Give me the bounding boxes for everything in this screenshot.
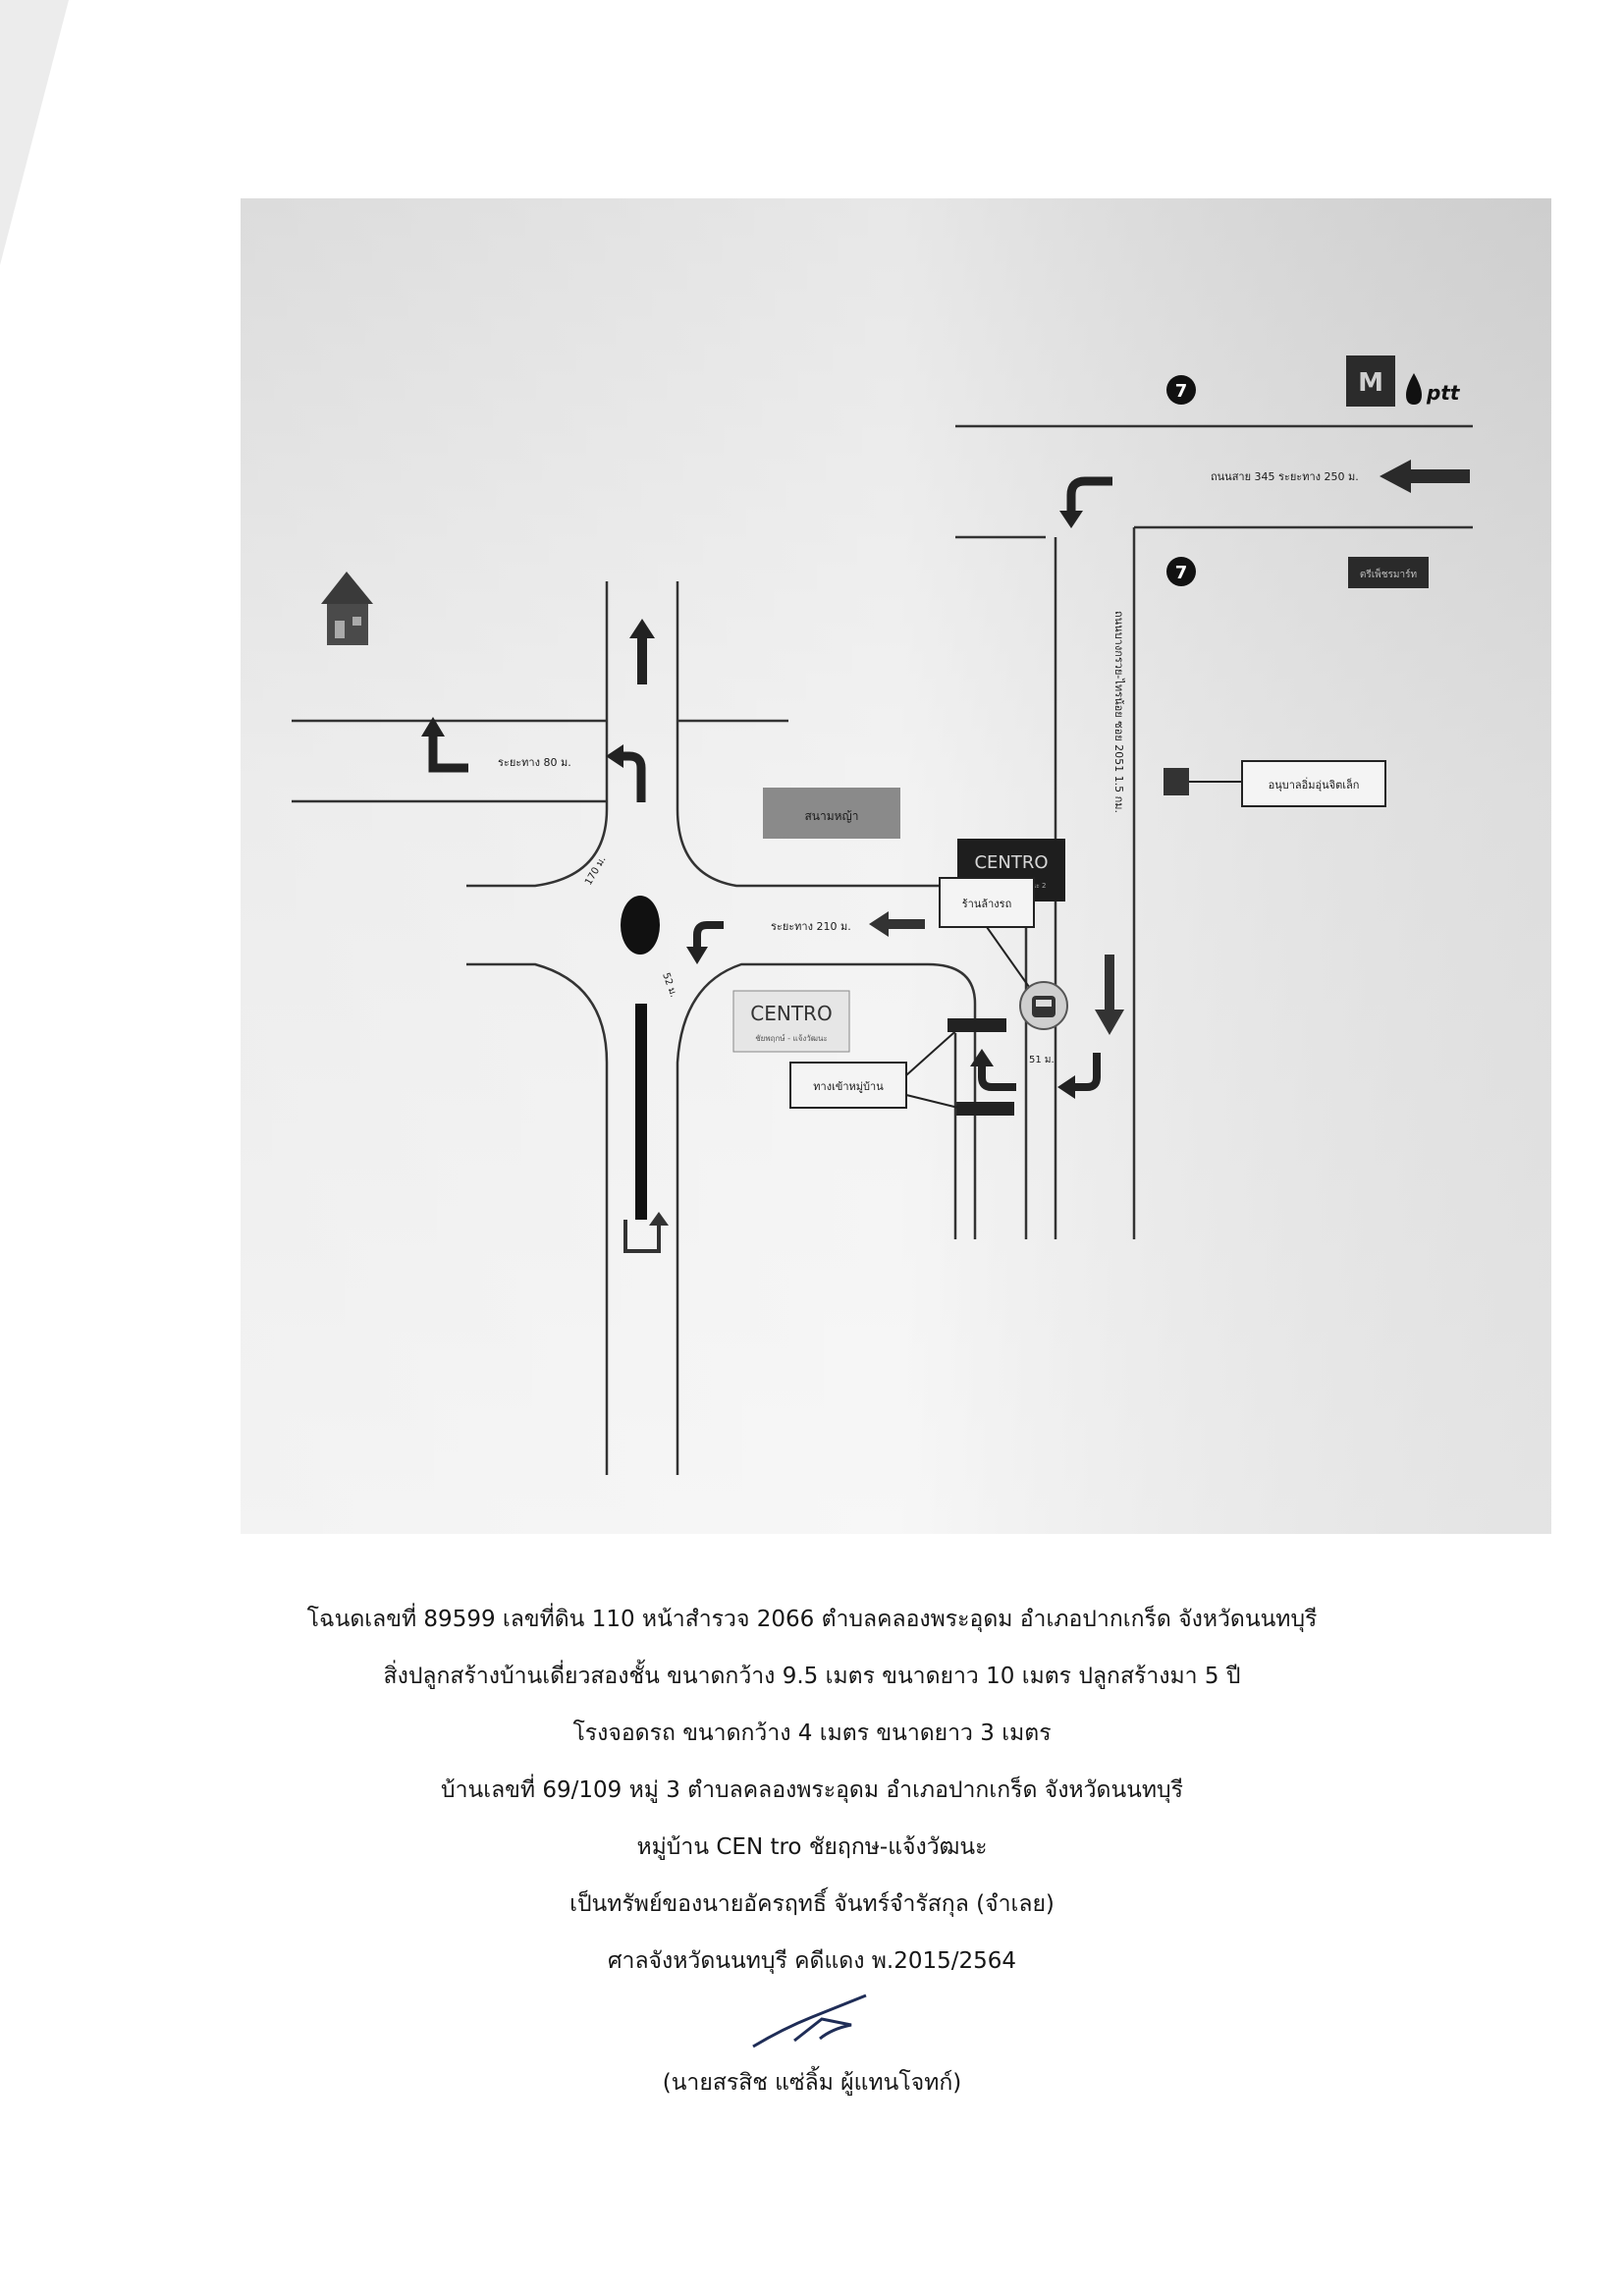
arrow-icon bbox=[649, 1212, 669, 1226]
svg-text:อนุบาลอิ่มอุ่นจิตเล็ก: อนุบาลอิ่มอุ่นจิตเล็ก bbox=[1269, 777, 1360, 792]
court-line: ศาลจังหวัดนนทบุรี คดีแดง พ.2015/2564 bbox=[607, 1948, 1017, 1974]
arrow-icon bbox=[869, 911, 889, 937]
kindergarten-label: อนุบาลอิ่มอุ่นจิตเล็ก bbox=[1164, 760, 1386, 807]
left-road-label: ระยะทาง 80 ม. bbox=[498, 756, 571, 769]
arrow-icon bbox=[1066, 476, 1112, 515]
owner-line: เป็นทรัพย์ของนายอัครฤทธิ์ จันทร์จำรัสกุล… bbox=[569, 1891, 1055, 1917]
roundabout-road-label: ระยะทาง 210 ม. bbox=[771, 920, 851, 933]
car-icon bbox=[1019, 981, 1068, 1030]
ptt-logo: ptt bbox=[1406, 373, 1461, 405]
seven-eleven-label: 7 bbox=[1175, 381, 1188, 402]
village-entrance-label: ทางเข้าหมู่บ้าน bbox=[789, 1024, 963, 1110]
car-wash-label: ร้านล้างรถ bbox=[939, 877, 1035, 995]
left-vertical-road bbox=[605, 581, 679, 1475]
page-fold-corner bbox=[0, 0, 69, 265]
svg-text:ร้านล้างรถ: ร้านล้างรถ bbox=[962, 898, 1011, 910]
svg-text:CENTRO: CENTRO bbox=[974, 852, 1048, 873]
arrow-icon bbox=[629, 619, 655, 638]
top-road bbox=[955, 424, 1473, 539]
arrow-icon bbox=[614, 751, 646, 802]
mcdonalds-logo: M bbox=[1346, 355, 1395, 407]
address-line: บ้านเลขที่ 69/109 หมู่ 3 ตำบลคลองพระอุดม… bbox=[440, 1777, 1184, 1803]
top-road-label: ถนนสาย 345 ระยะทาง 250 ม. bbox=[1211, 470, 1359, 483]
svg-text:M: M bbox=[1358, 368, 1383, 398]
arrow-icon bbox=[686, 947, 708, 964]
arrow-icon bbox=[1105, 955, 1114, 1013]
location-map: ถนนสาย 345 ระยะทาง 250 ม. ถนนบางกรวย-ไทร… bbox=[241, 198, 1551, 1534]
arrow-icon bbox=[428, 734, 468, 773]
village-line: หมู่บ้าน CEN tro ชัยฤกษ-แจ้งวัฒนะ bbox=[636, 1834, 988, 1860]
svg-text:สนามหญ้า: สนามหญ้า bbox=[804, 809, 858, 823]
centro-sign-bottom: CENTRO ชัยพฤกษ์ - แจ้งวัฒนะ bbox=[732, 990, 850, 1053]
shop-sign: ตรีเพ็ชรมาร์ท bbox=[1348, 557, 1429, 588]
svg-text:CENTRO: CENTRO bbox=[750, 1002, 832, 1025]
bottom-distance-label: 51 ม. bbox=[1029, 1055, 1055, 1065]
seven-eleven-label: 7 bbox=[1175, 563, 1188, 583]
building-line: สิ่งปลูกสร้างบ้านเดี่ยวสองชั้น ขนาดกว้าง… bbox=[383, 1664, 1241, 1689]
roundabout-island bbox=[621, 896, 660, 955]
arrow-icon bbox=[1407, 469, 1470, 483]
signature-mark bbox=[752, 1994, 867, 2048]
arrow-icon bbox=[1057, 1075, 1075, 1099]
arrow-icon bbox=[1073, 1053, 1101, 1091]
arrow-icon bbox=[970, 1049, 994, 1066]
gate-marker bbox=[955, 1102, 1014, 1116]
signer-line: (นายสรสิช แซ่ลิ้ม ผู้แทนโจทก์) bbox=[662, 2070, 962, 2096]
svg-text:ชัยพฤกษ์ - แจ้งวัฒนะ: ชัยพฤกษ์ - แจ้งวัฒนะ bbox=[755, 1033, 828, 1043]
arrow-icon bbox=[635, 1004, 647, 1220]
arrow-icon bbox=[1059, 511, 1083, 528]
arrow-icon bbox=[886, 919, 925, 929]
signature-row bbox=[0, 1990, 1624, 2054]
arrow-icon bbox=[693, 921, 724, 950]
arrow-icon bbox=[1380, 460, 1411, 493]
map-svg: ถนนสาย 345 ระยะทาง 250 ม. ถนนบางกรวย-ไทร… bbox=[241, 198, 1551, 1534]
left-horizontal-road bbox=[292, 719, 788, 803]
garage-line: โรงจอดรถ ขนาดกว้าง 4 เมตร ขนาดยาว 3 เมตร bbox=[572, 1720, 1052, 1746]
gate-marker bbox=[947, 1018, 1006, 1032]
map-haze bbox=[241, 198, 1551, 1534]
svg-text:ptt: ptt bbox=[1426, 381, 1461, 405]
park-field: สนามหญ้า bbox=[763, 788, 900, 839]
house-icon bbox=[321, 572, 373, 645]
arrow-icon bbox=[421, 717, 445, 737]
deed-line: โฉนดเลขที่ 89599 เลขที่ดิน 110 หน้าสำรวจ… bbox=[306, 1607, 1318, 1632]
vertical-road-label: ถนนบางกรวย-ไทรน้อย ซอย 2051 1.5 กม. bbox=[1112, 611, 1125, 813]
svg-text:ตรีเพ็ชรมาร์ท: ตรีเพ็ชรมาร์ท bbox=[1360, 567, 1417, 580]
seven-eleven-marker: 7 bbox=[1166, 375, 1196, 405]
arrow-icon bbox=[978, 1063, 1016, 1091]
property-caption: โฉนดเลขที่ 89599 เลขที่ดิน 110 หน้าสำรวจ… bbox=[0, 1591, 1624, 2111]
svg-text:ทางเข้าหมู่บ้าน: ทางเข้าหมู่บ้าน bbox=[813, 1080, 884, 1093]
arrow-icon bbox=[1095, 1010, 1124, 1035]
arrow-icon bbox=[606, 744, 623, 768]
seven-eleven-marker: 7 bbox=[1166, 557, 1196, 586]
arrow-icon bbox=[623, 1220, 661, 1253]
arrow-icon bbox=[637, 635, 647, 684]
